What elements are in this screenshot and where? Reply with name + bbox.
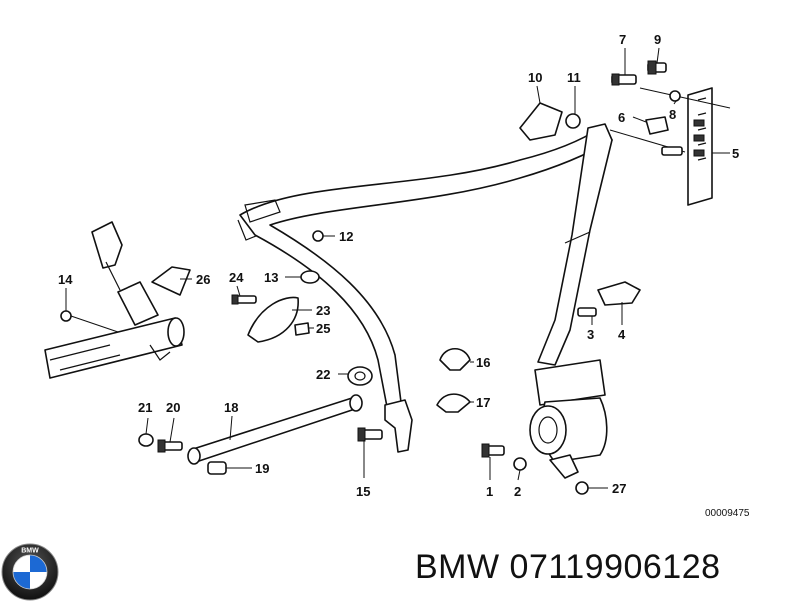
bolt-9 xyxy=(647,60,667,75)
callout-19: 19 xyxy=(255,461,269,476)
clip-16 xyxy=(439,347,471,371)
slider-6 xyxy=(645,116,669,135)
part-title: BMW 07119906128 xyxy=(415,548,721,587)
callout-10: 10 xyxy=(528,70,542,85)
callout-18: 18 xyxy=(224,400,238,415)
callout-25: 25 xyxy=(316,321,330,336)
guide-4 xyxy=(597,281,641,306)
leader-lines xyxy=(65,47,730,489)
belt-lower-anchor-plate xyxy=(384,399,413,453)
part-number: 07119906128 xyxy=(509,548,721,586)
bush-19 xyxy=(207,461,227,475)
callout-9: 9 xyxy=(654,32,661,47)
callout-1: 1 xyxy=(486,484,493,499)
callout-6: 6 xyxy=(618,110,625,125)
nut-21 xyxy=(138,433,154,447)
callout-27: 27 xyxy=(612,481,626,496)
bolt-1 xyxy=(481,443,505,458)
bolt-24 xyxy=(231,294,257,305)
belt-retractor xyxy=(529,359,608,479)
bolt-20 xyxy=(157,439,183,453)
callout-17: 17 xyxy=(476,395,490,410)
clip-17 xyxy=(436,393,471,413)
height-adjuster-rail xyxy=(687,87,713,206)
guide-23 xyxy=(247,296,299,343)
rod-18 xyxy=(187,394,363,465)
callout-labels: 1 2 3 4 5 6 7 8 9 10 11 12 13 14 15 16 1… xyxy=(58,32,739,499)
washer-8 xyxy=(669,90,681,102)
callout-24: 24 xyxy=(229,270,244,285)
brand-name: BMW xyxy=(415,548,500,586)
callout-23: 23 xyxy=(316,303,330,318)
spacer-13 xyxy=(300,270,320,284)
bolt-7 xyxy=(611,73,637,86)
callout-26: 26 xyxy=(196,272,210,287)
grommet-22 xyxy=(347,366,373,386)
clip-25 xyxy=(294,322,310,336)
cover-10 xyxy=(519,102,563,141)
buckle-assembly xyxy=(44,221,185,379)
callout-15: 15 xyxy=(356,484,370,499)
bolt-15 xyxy=(357,427,383,442)
bmw-logo: BMW xyxy=(1,543,59,601)
bolt-5 xyxy=(661,146,683,156)
callout-8: 8 xyxy=(669,107,676,122)
callout-20: 20 xyxy=(166,400,180,415)
callout-7: 7 xyxy=(619,32,626,47)
callout-22: 22 xyxy=(316,367,330,382)
bolt-3 xyxy=(577,307,597,317)
callout-2: 2 xyxy=(514,484,521,499)
callout-4: 4 xyxy=(618,327,626,342)
callout-14: 14 xyxy=(58,272,73,287)
callout-13: 13 xyxy=(264,270,278,285)
callout-11: 11 xyxy=(567,70,581,85)
callout-5: 5 xyxy=(732,146,739,161)
belt-webbing xyxy=(239,127,613,413)
sleeve-11 xyxy=(565,113,581,129)
washer-2 xyxy=(513,457,527,471)
washer-27 xyxy=(575,481,589,495)
cap-12 xyxy=(312,230,324,242)
bmw-logo-letters: BMW xyxy=(21,548,39,555)
callout-21: 21 xyxy=(138,400,152,415)
callout-12: 12 xyxy=(339,229,353,244)
callout-3: 3 xyxy=(587,327,594,342)
callout-16: 16 xyxy=(476,355,490,370)
cover-26 xyxy=(151,266,191,296)
nut-14 xyxy=(60,310,72,322)
diagram-reference-number: 00009475 xyxy=(705,508,750,519)
belt-shoulder-strap xyxy=(537,123,613,366)
